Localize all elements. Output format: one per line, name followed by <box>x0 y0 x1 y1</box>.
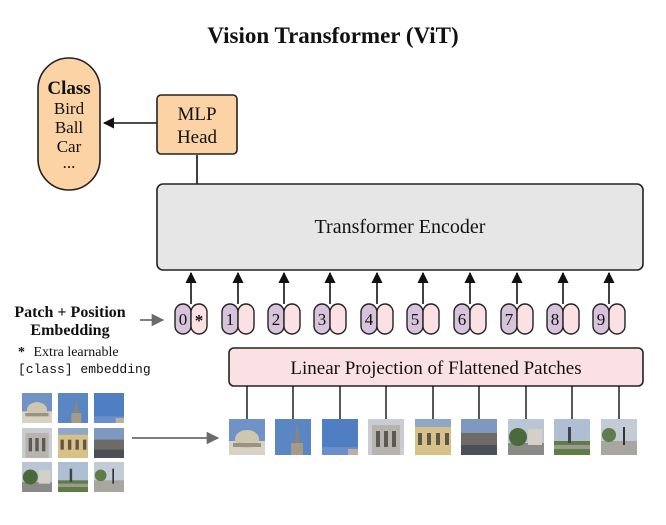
linear-projection-box: Linear Projection of Flattened Patches <box>228 347 644 387</box>
token-pair-3: 3 <box>313 303 347 335</box>
token-number-5: 5 <box>411 310 420 329</box>
sequence-patch-5 <box>415 419 451 455</box>
mlp-head-box: MLP Head <box>156 94 238 155</box>
token-pair-8: 8 <box>546 303 580 335</box>
patch-lines <box>246 386 620 419</box>
sequence-patch-7 <box>508 419 544 455</box>
position-embedding-4 <box>376 303 394 335</box>
sequence-patch-2 <box>275 419 311 455</box>
token-number-6: 6 <box>458 310 467 329</box>
embedding-label-line2: Embedding <box>30 322 109 339</box>
position-embedding-6 <box>469 303 487 335</box>
class-token-star: * <box>195 311 204 330</box>
input-image-grid <box>22 393 124 492</box>
footnote-text2: embedding <box>73 362 151 377</box>
grid-patch-2 <box>58 393 88 423</box>
footnote-code: [class] <box>18 362 73 377</box>
token-pair-0: 0* <box>174 303 208 335</box>
footnote-text1: Extra learnable <box>34 345 119 360</box>
grid-patch-9 <box>94 462 124 492</box>
mlp-head-label-line2: Head <box>177 127 218 148</box>
token-pair-2: 2 <box>267 303 301 335</box>
transformer-encoder-label: Transformer Encoder <box>315 216 486 238</box>
patch-sequence <box>229 419 637 455</box>
position-embedding-2 <box>283 303 301 335</box>
linear-projection-label: Linear Projection of Flattened Patches <box>290 358 581 379</box>
token-pair-9: 9 <box>592 303 626 335</box>
token-pair-1: 1 <box>221 303 255 335</box>
position-embedding-0 <box>190 303 208 335</box>
class-heading: Class <box>47 78 90 99</box>
grid-patch-6 <box>94 428 124 458</box>
sequence-patch-6 <box>461 419 497 455</box>
token-number-8: 8 <box>551 310 560 329</box>
token-number-2: 2 <box>272 310 281 329</box>
token-number-4: 4 <box>365 310 374 329</box>
mlp-head-label-line1: MLP <box>177 104 216 125</box>
token-number-3: 3 <box>318 310 327 329</box>
class-item-bird: Bird <box>54 99 85 118</box>
token-number-9: 9 <box>597 310 606 329</box>
footnote-line1: * Extra learnable <box>18 345 119 360</box>
transformer-encoder-box: Transformer Encoder <box>156 183 644 271</box>
grid-patch-3 <box>94 393 124 423</box>
token-pair-6: 6 <box>453 303 487 335</box>
grid-patch-8 <box>58 462 88 492</box>
footnote-star: * <box>18 345 25 360</box>
class-item-car: Car <box>57 137 82 156</box>
token-arrows <box>185 271 615 304</box>
sequence-patch-4 <box>368 419 404 455</box>
position-embedding-8 <box>562 303 580 335</box>
token-number-7: 7 <box>505 310 514 329</box>
position-embedding-3 <box>329 303 347 335</box>
position-embedding-5 <box>422 303 440 335</box>
token-number-1: 1 <box>226 310 235 329</box>
grid-patch-7 <box>22 462 52 492</box>
grid-patch-4 <box>22 428 52 458</box>
position-embedding-1 <box>237 303 255 335</box>
token-pair-4: 4 <box>360 303 394 335</box>
diagram-title: Vision Transformer (ViT) <box>207 23 458 48</box>
sequence-patch-3 <box>322 419 358 455</box>
token-pair-7: 7 <box>500 303 534 335</box>
grid-patch-1 <box>22 393 52 423</box>
sequence-patch-9 <box>601 419 637 455</box>
class-output-box: Class Bird Ball Car ... <box>37 57 101 191</box>
sequence-patch-8 <box>554 419 590 455</box>
token-pair-5: 5 <box>406 303 440 335</box>
sequence-patch-1 <box>229 419 265 455</box>
grid-patch-5 <box>58 428 88 458</box>
token-number-0: 0 <box>179 310 188 329</box>
class-item-ball: Ball <box>55 118 84 137</box>
position-embedding-7 <box>516 303 534 335</box>
footnote-line2: [class] embedding <box>18 362 151 377</box>
embedding-label-line1: Patch + Position <box>14 304 125 321</box>
position-embedding-9 <box>608 303 626 335</box>
class-item-ellipsis: ... <box>63 153 76 172</box>
